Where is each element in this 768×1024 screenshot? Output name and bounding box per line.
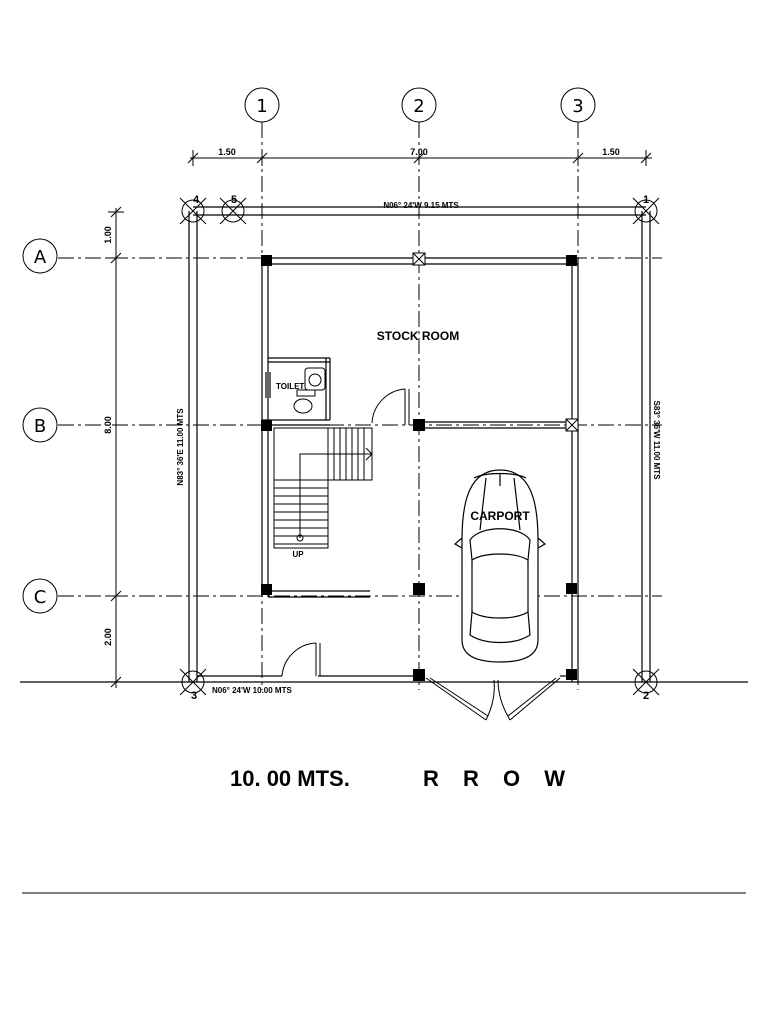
corner-label-4: 4 — [193, 194, 200, 206]
column-front-2 — [413, 669, 425, 681]
dim-left-3: 2.00 — [103, 628, 113, 646]
property-boundary — [188, 206, 651, 682]
column-front-3 — [566, 669, 577, 680]
corner-label-1: 1 — [643, 194, 649, 206]
road-caption: 10. 00 MTS. R R O W — [230, 766, 565, 791]
corner-label-3: 3 — [191, 690, 197, 702]
top-dimension — [187, 150, 652, 166]
column-c3 — [566, 583, 577, 594]
corner-marker-2 — [632, 668, 660, 696]
grid-bubble-c — [22, 578, 58, 614]
interior-door — [371, 388, 410, 425]
structural-columns — [261, 255, 577, 681]
grid-label-2: 2 — [413, 96, 424, 117]
toilet-room — [262, 357, 331, 426]
grid-bubble-1 — [244, 87, 280, 123]
corner-marker-3 — [179, 668, 207, 696]
grid-label-b: B — [34, 416, 46, 437]
column-a1 — [261, 255, 272, 266]
corner-marker-1 — [632, 197, 660, 225]
carport-gate — [425, 677, 561, 721]
room-label-toilet: TOILET — [276, 382, 304, 391]
column-a3 — [566, 255, 577, 266]
grid-label-1: 1 — [256, 96, 267, 117]
grid-bubble-b — [22, 407, 58, 443]
dim-top-3: 1.50 — [602, 147, 620, 157]
lavatory-icon — [304, 367, 326, 391]
boundary-bearings: N06° 24'W 9.15 MTS N06° 24'W 10.00 MTS N… — [176, 201, 661, 695]
toilet-fixtures — [293, 367, 326, 414]
left-dimension-labels: 1.00 8.00 2.00 — [103, 226, 113, 646]
grid-bubbles — [22, 87, 596, 614]
left-dimension — [108, 206, 124, 688]
road-row-label: R R O W — [423, 766, 565, 791]
front-door — [281, 642, 321, 677]
corner-marker-5 — [219, 197, 247, 225]
grid-bubble-3 — [560, 87, 596, 123]
dim-left-1: 1.00 — [103, 226, 113, 244]
corner-label-2: 2 — [643, 690, 649, 702]
hatched-columns — [412, 252, 579, 432]
bearing-south: N06° 24'W 10.00 MTS — [212, 686, 292, 695]
stair-up-label: UP — [292, 550, 304, 559]
corner-label-5: 5 — [231, 194, 237, 206]
bearing-east: S83° 36'W 11.00 MTS — [652, 401, 661, 481]
grid-label-3: 3 — [572, 96, 583, 117]
corner-marker-4 — [179, 197, 207, 225]
corner-monuments — [179, 197, 660, 696]
column-b2 — [413, 419, 425, 431]
car-icon — [453, 469, 547, 663]
room-labels: STOCK ROOM TOILET CARPORT UP — [276, 329, 530, 559]
dim-left-2: 8.00 — [103, 416, 113, 434]
water-closet-icon — [293, 389, 316, 414]
staircase — [273, 427, 373, 549]
dim-top-2: 7.00 — [410, 147, 428, 157]
bearing-west: N83° 36'E 11.00 MTS — [176, 408, 185, 486]
column-c2 — [413, 583, 425, 595]
grid-label-c: C — [34, 587, 47, 608]
room-label-stock-room: STOCK ROOM — [377, 329, 459, 343]
grid-bubble-a — [22, 238, 58, 274]
corner-labels: 4 5 1 3 2 — [191, 194, 649, 702]
grid-label-a: A — [34, 247, 47, 268]
room-label-carport: CARPORT — [470, 509, 530, 523]
top-dimension-labels: 1.50 7.00 1.50 — [218, 147, 620, 157]
road-width-label: 10. 00 MTS. — [230, 766, 350, 791]
grid-bubble-labels: 1 2 3 A B C — [34, 96, 584, 608]
column-b1 — [261, 420, 272, 431]
grid-bubble-2 — [401, 87, 437, 123]
column-c1 — [261, 584, 272, 595]
dim-top-1: 1.50 — [218, 147, 236, 157]
bearing-north: N06° 24'W 9.15 MTS — [383, 201, 459, 210]
